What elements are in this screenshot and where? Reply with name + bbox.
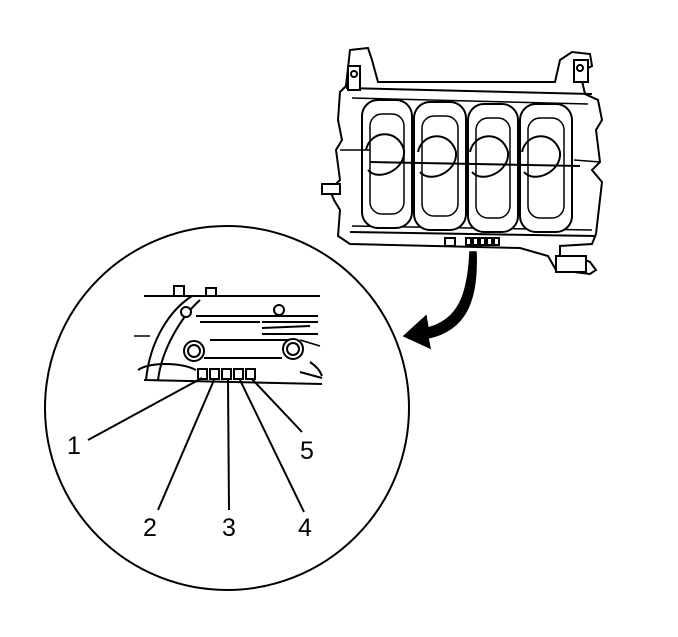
detail-magnified-view: 1 2 3 4 5 bbox=[44, 225, 410, 591]
cylinder-bay-2 bbox=[413, 101, 467, 231]
cylinder-bay-4 bbox=[519, 103, 573, 233]
callout-label-2: 2 bbox=[143, 514, 157, 542]
callout-label-4: 4 bbox=[298, 514, 312, 542]
leader-line-5 bbox=[251, 378, 303, 433]
callout-label-1: 1 bbox=[67, 432, 81, 460]
leader-line-1 bbox=[87, 377, 203, 441]
detail-arrow bbox=[402, 251, 477, 350]
leader-line-2 bbox=[157, 379, 215, 511]
block-id-stamp bbox=[444, 237, 500, 247]
cylinder-bay-1 bbox=[361, 99, 413, 229]
cylinder-bay-3 bbox=[467, 103, 519, 233]
leader-line-4 bbox=[239, 379, 305, 513]
callout-label-3: 3 bbox=[222, 514, 236, 542]
callout-label-5: 5 bbox=[300, 437, 314, 465]
detail-id-stamp bbox=[197, 368, 256, 380]
leader-line-3 bbox=[227, 379, 230, 511]
engine-block bbox=[321, 46, 604, 276]
